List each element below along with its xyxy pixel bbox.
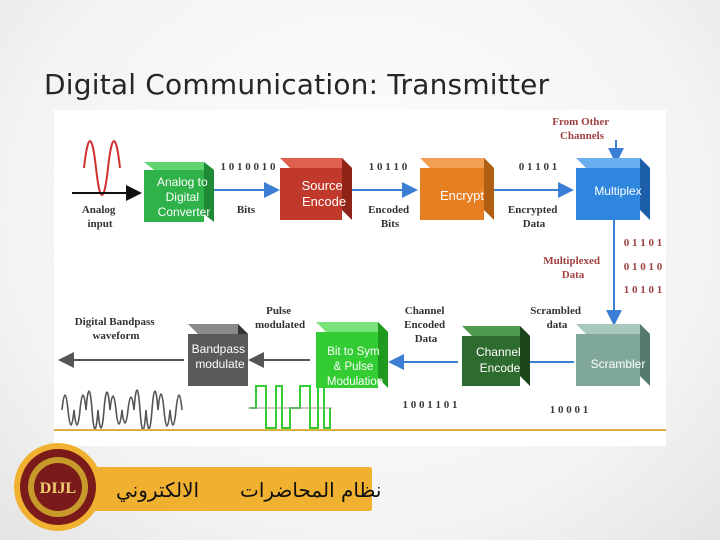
bit-to-sym-label: Bit to Sym & Pulse Modulation [327,346,383,388]
multiplexed-data-label: Multiplexed Data [543,255,603,281]
scrambled-data-label: Scrambled data [530,305,583,331]
mux-bitstream-3: 1 0 1 0 1 [624,284,663,296]
adc-label: Analog to Digital Converter [157,175,211,219]
slide-title: Digital Communication: Transmitter [44,68,550,101]
footer-bar [56,467,372,511]
encrypt-label: Encrypt [440,188,484,203]
bandpass-waveform [61,389,183,431]
mux-bitstream-1: 0 1 1 0 1 [624,237,663,249]
encrypted-data-label: Encrypted Data [508,204,560,230]
scrambler-bitstream: 1 0 0 0 1 [550,404,589,416]
encrypt-bitstream: 0 1 1 0 1 [519,161,558,173]
encoded-bits-label: Encoded Bits [368,204,412,230]
from-other-channels-label: From Other Channels [552,116,611,142]
bandpass-label: Bandpass modulate [192,342,249,371]
adc-bitstream: 1 0 1 0 0 1 0 [221,161,277,173]
transmitter-diagram: Analog to Digital Converter Source Encod… [54,110,666,446]
footer-text-right: نظام المحاضرات [240,478,382,502]
multiplex-label: Multiplex [594,184,641,198]
source-encode-label: Source Encode [302,178,347,209]
university-logo: DIJL [12,441,104,533]
multiplex-block: Multiplex [576,158,650,220]
adc-block: Analog to Digital Converter [144,162,214,222]
channel-encode-label: Channel Encode [476,345,524,375]
footer-text-left: الالكتروني [116,478,200,502]
bandpass-block: Bandpass modulate [188,324,248,386]
channel-bitstream: 1 0 0 1 1 0 1 [403,399,458,411]
pulse-modulated-label: Pulse modulated [255,305,305,331]
mux-bitstream-2: 0 1 0 1 0 [624,261,663,273]
svg-text:DIJL: DIJL [40,480,76,497]
bits-label: Bits [237,204,256,216]
pulse-waveform [250,385,331,429]
encrypt-block: Encrypt [420,158,494,220]
channel-encoded-data-label: Channel Encoded Data [404,305,448,345]
analog-input-label: Analog input [82,204,118,230]
source-bitstream: 1 0 1 1 0 [369,161,408,173]
analog-sine-wave [83,140,121,196]
scrambler-label: Scrambler [591,357,646,371]
channel-encode-block: Channel Encode [462,326,530,386]
scrambler-block: Scrambler [576,324,650,386]
source-encode-block: Source Encode [280,158,352,220]
digital-bandpass-waveform-label: Digital Bandpass waveform [75,316,158,342]
bit-to-sym-block: Bit to Sym & Pulse Modulation [316,322,388,388]
